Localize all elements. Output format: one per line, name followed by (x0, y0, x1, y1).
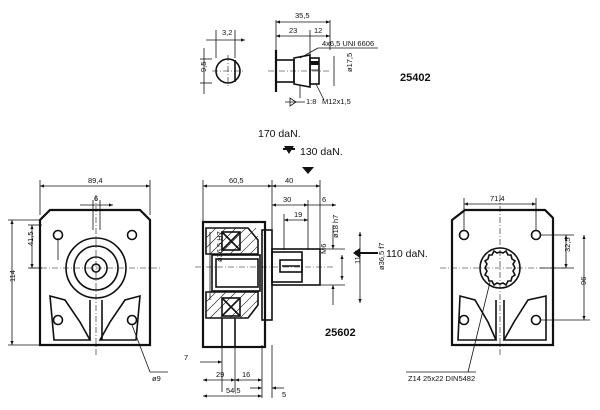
dim-71-4: 71,4 (490, 194, 505, 203)
dim-30: 30 (283, 195, 291, 204)
dim-taper: 1:8 (306, 97, 316, 106)
section-view (195, 220, 335, 349)
dim-hole-9: ø9 (152, 374, 161, 383)
dim-6-left: 6 (94, 194, 98, 203)
dim-dia-36-5-f7: ø36,5 f7 (377, 242, 386, 270)
dim-dia-17-5: ø17,5 (345, 53, 354, 72)
dim-19: 19 (294, 210, 302, 219)
dim-35-5: 35,5 (295, 11, 310, 20)
right-rear-view (440, 195, 565, 355)
dim-6-section: 6 (322, 195, 326, 204)
dim-41-5: 41,5 (26, 231, 35, 246)
force-130: 130 daN. (300, 146, 343, 158)
dim-29: 29 (216, 370, 224, 379)
dim-7: 7 (184, 353, 188, 362)
dim-thread: M12x1,5 (322, 97, 351, 106)
dim-89-4: 89,4 (88, 176, 103, 185)
dim-m6: M6 (319, 244, 328, 254)
dim-40: 40 (285, 176, 293, 185)
code-main: 25602 (325, 327, 356, 339)
dim-54-5: 54,5 (226, 386, 241, 395)
dim-23: 23 (289, 26, 297, 35)
dim-11-5: 11,5 (353, 250, 362, 264)
forces: 170 daN. 130 daN. 110 daN. (258, 128, 428, 260)
shaft-profile (268, 50, 330, 92)
dim-32-5: 32,5 (563, 237, 572, 252)
dim-114: 114 (8, 270, 17, 282)
dim-key: 4x6,5 UNI 6606 (322, 39, 374, 48)
dim-9-5: 9,5 (199, 62, 208, 72)
dim-12: 12 (314, 26, 322, 35)
dim-96: 96 (579, 277, 588, 285)
shaft-cross-section (200, 30, 245, 94)
force-110: 110 daN. (386, 248, 428, 260)
dim-dia-36-5-H7: ø36,5 H7 (215, 231, 224, 262)
dim-16: 16 (242, 370, 250, 379)
dim-spline: Z14 25x22 DIN5482 (408, 374, 475, 383)
left-front-view (30, 195, 160, 355)
dim-60-5: 60,5 (229, 176, 244, 185)
code-top: 25402 (400, 72, 431, 84)
shaft-detail: 3,2 9,5 35,5 23 12 4x6,5 UNI 6606 ø17,5 (199, 11, 378, 107)
arrow-left-icon (353, 248, 360, 258)
arrow-down-icon (302, 167, 314, 174)
dim-5: 5 (282, 390, 286, 399)
dim-3-2: 3,2 (222, 28, 232, 37)
dim-dia-18-h7: ø18 h7 (331, 215, 340, 238)
force-170: 170 daN. (258, 128, 301, 140)
